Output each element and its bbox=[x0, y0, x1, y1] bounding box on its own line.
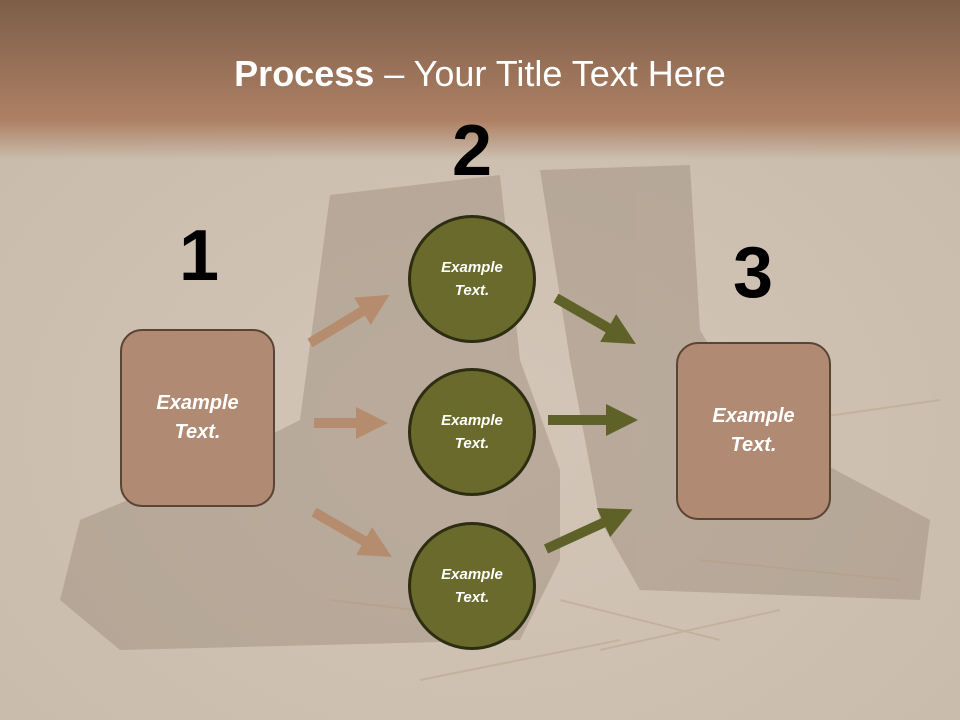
middle-circle-center-text: Example Text. bbox=[441, 412, 503, 452]
left-step-text: Example Text. bbox=[156, 392, 239, 443]
right-step-box: Example Text. bbox=[676, 342, 831, 520]
middle-circle-bottom: Example Text. bbox=[408, 522, 536, 650]
arrow-left-top bbox=[307, 294, 390, 348]
middle-circle-center: Example Text. bbox=[408, 368, 536, 496]
step-number-2: 2 bbox=[451, 111, 493, 191]
left-step-box: Example Text. bbox=[120, 329, 275, 507]
right-step-text: Example Text. bbox=[712, 405, 795, 456]
title-rest: – Your Title Text Here bbox=[374, 53, 726, 94]
middle-circle-top: Example Text. bbox=[408, 215, 536, 343]
arrow-right-bottom bbox=[543, 508, 633, 554]
page-title: Process – Your Title Text Here bbox=[0, 52, 960, 96]
step-number-1: 1 bbox=[178, 216, 220, 296]
middle-circle-bottom-text: Example Text. bbox=[441, 566, 503, 606]
arrow-right-top bbox=[553, 293, 636, 344]
arrow-left-bottom bbox=[311, 507, 392, 558]
middle-circle-top-text: Example Text. bbox=[441, 259, 503, 299]
step-number-3: 3 bbox=[732, 233, 774, 313]
title-bold: Process bbox=[234, 53, 375, 94]
